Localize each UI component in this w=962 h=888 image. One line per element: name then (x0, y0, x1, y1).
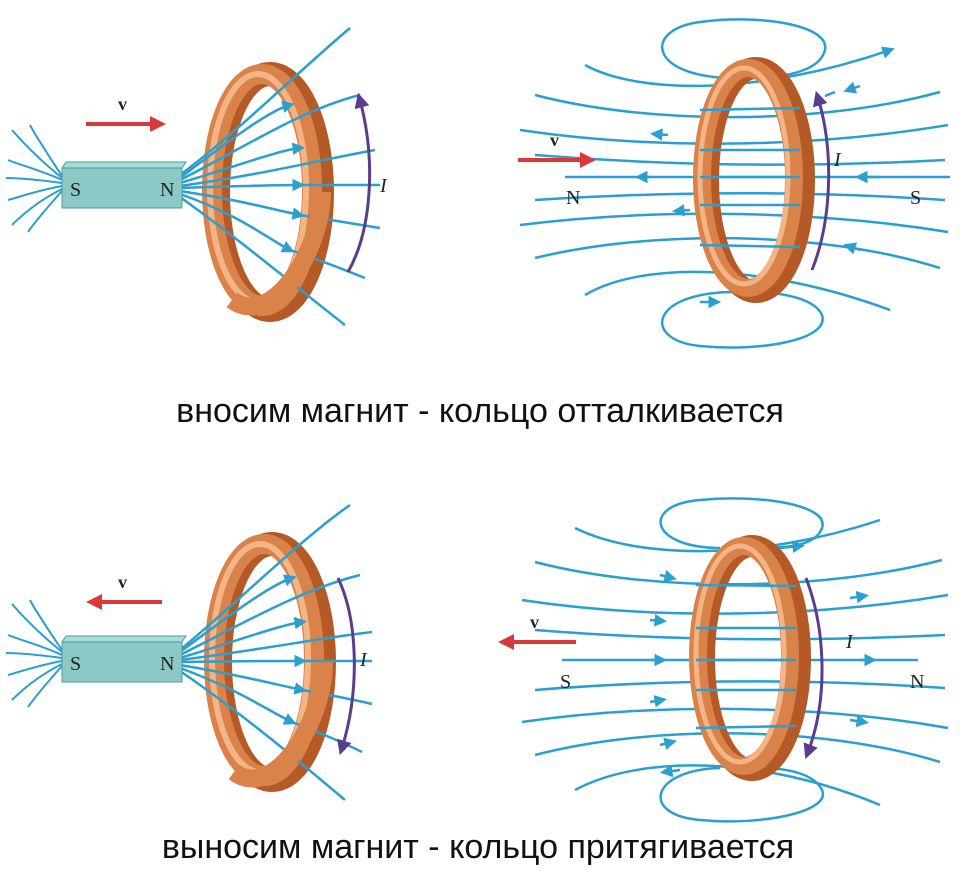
velocity-label: v (530, 612, 539, 632)
pole-n-label: N (910, 671, 924, 693)
field-lines (519, 18, 950, 349)
caption-magnet-in: вносим магнит - кольцо отталкивается (176, 392, 784, 430)
velocity-label: v (550, 130, 559, 150)
pole-s-label: S (560, 671, 571, 693)
current-arrow: I (803, 577, 854, 760)
velocity-label: v (118, 572, 127, 592)
pole-s-label: S (910, 187, 921, 209)
copper-ring (689, 535, 811, 781)
velocity-label: v (118, 94, 127, 114)
current-arrow: I (810, 90, 842, 271)
current-label: I (379, 175, 388, 197)
current-label: I (845, 631, 854, 653)
velocity-arrow: v (518, 130, 596, 168)
magnet-pole-n: N (160, 653, 174, 675)
field-lines-tail (5, 599, 63, 708)
current-arrow: I (336, 577, 368, 756)
panel-bottom-left: S N v I (5, 503, 373, 801)
pole-n-label: N (566, 187, 580, 209)
magnet-pole-s: S (70, 653, 81, 675)
velocity-arrow: v (86, 572, 162, 610)
current-label: I (359, 649, 368, 671)
field-lines (179, 27, 381, 326)
current-label: I (833, 149, 842, 171)
field-lines (179, 503, 373, 801)
panel-top-right: v N S I (518, 18, 950, 349)
velocity-arrow: v (86, 94, 166, 132)
caption-magnet-out: выносим магнит - кольцо притягивается (161, 828, 795, 866)
panel-bottom-right: v S N I (498, 497, 949, 823)
field-lines (521, 497, 949, 823)
bar-magnet: S N (61, 635, 187, 683)
copper-ring (693, 57, 815, 303)
velocity-arrow: v (498, 612, 576, 650)
current-arrow: I (346, 92, 388, 273)
magnet-pole-n: N (160, 179, 174, 201)
bar-magnet: S N (61, 161, 187, 209)
magnet-pole-s: S (70, 179, 81, 201)
field-lines-tail (5, 124, 63, 233)
panel-top-left: S N v I (5, 27, 388, 326)
